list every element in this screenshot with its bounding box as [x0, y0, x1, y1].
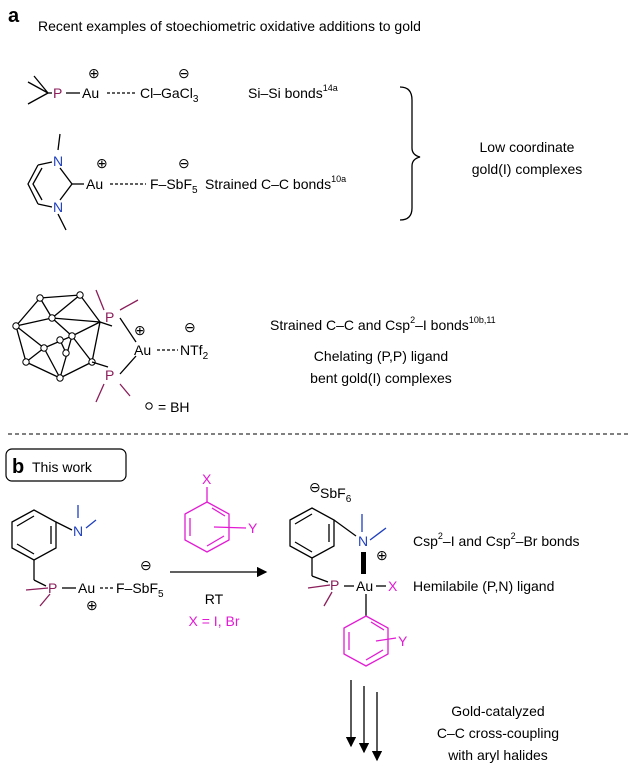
ex2-gold: Au — [86, 176, 103, 192]
ex2-counterion: F–SbF5 — [150, 176, 198, 196]
product-x: X — [388, 578, 398, 594]
ex3-phosphorus-1: P — [105, 309, 114, 325]
panel-b-letter: b — [12, 456, 24, 478]
reagent: X Y — [184, 471, 258, 553]
reactant-phosphorus: P — [48, 580, 57, 596]
reactant-gold: Au — [78, 580, 95, 596]
panel-a-letter: a — [8, 5, 20, 27]
ex2-nitrogen-1: N — [53, 153, 63, 169]
product-plus: ⊕ — [376, 547, 388, 563]
ex2-nitrogen-2: N — [53, 199, 63, 215]
ex1-label: Si–Si bonds14a — [248, 83, 338, 101]
example-2: N N Au ⊕ F–SbF5 ⊖ Strained C–C bonds10a — [27, 133, 346, 231]
bh-legend: = BH — [158, 399, 190, 415]
reagent-x: X — [202, 471, 212, 487]
example-3: P P Au ⊕ NTf2 ⊖ = BH Strained C–C and Cs… — [12, 289, 496, 415]
reactant-minus: ⊖ — [140, 557, 152, 573]
product-y: Y — [398, 633, 408, 649]
bonds-label: Csp2–I and Csp2–Br bonds — [413, 531, 579, 549]
panel-b-title-box — [5, 448, 127, 482]
ex3-desc-line-2: bent gold(I) complexes — [310, 370, 452, 386]
ex3-plus: ⊕ — [134, 322, 146, 338]
brace — [399, 86, 421, 221]
ex1-minus: ⊖ — [178, 65, 190, 81]
product-gold: Au — [356, 578, 373, 594]
ex3-counterion: NTf2 — [180, 342, 209, 362]
product-nitrogen: N — [358, 533, 368, 549]
ligand-label: Hemilabile (P,N) ligand — [413, 578, 554, 594]
outcome-line-2: C–C cross-coupling — [437, 725, 559, 741]
ex3-minus: ⊖ — [184, 319, 196, 335]
ex1-phosphorus: P — [53, 85, 62, 101]
reactant-nitrogen: N — [73, 523, 83, 539]
ex2-minus: ⊖ — [178, 155, 190, 171]
ex3-gold: Au — [134, 342, 151, 358]
example-1: P Au ⊕ Cl–GaCl3 ⊖ Si–Si bonds14a — [27, 65, 338, 105]
ex3-desc-line-1: Chelating (P,P) ligand — [314, 348, 448, 364]
ex2-plus: ⊕ — [96, 155, 108, 171]
condition-halides: X = I, Br — [189, 613, 240, 629]
panel-b-title: This work — [32, 459, 93, 475]
condition-rt: RT — [205, 591, 224, 607]
ex3-label: Strained C–C and Csp2–I bonds10b,11 — [270, 315, 496, 333]
catalysis-arrows — [345, 680, 383, 762]
brace-label-line-1: Low coordinate — [480, 139, 575, 155]
reactant-counterion: F–SbF5 — [116, 580, 164, 600]
outcome-line-1: Gold-catalyzed — [451, 703, 544, 719]
ex1-gold: Au — [82, 85, 99, 101]
outcome-line-3: with aryl halides — [447, 747, 548, 763]
reactant-plus: ⊕ — [86, 597, 98, 613]
ex1-counterion: Cl–GaCl3 — [140, 85, 199, 105]
product-anion: SbF6 — [320, 485, 352, 505]
reagent-y: Y — [248, 520, 258, 536]
ex2-label: Strained C–C bonds10a — [205, 174, 346, 192]
ex1-plus: ⊕ — [88, 65, 100, 81]
brace-label-line-2: gold(I) complexes — [472, 161, 583, 177]
product: ⊖ SbF6 N ⊕ P Au X Y — [289, 479, 408, 667]
carborane-cage — [12, 291, 101, 382]
ex3-phosphorus-2: P — [105, 367, 114, 383]
product-minus: ⊖ — [309, 479, 321, 495]
n-au-bond — [361, 552, 366, 574]
reactant: N P Au ⊕ F–SbF5 ⊖ — [11, 505, 164, 613]
product-phosphorus: P — [330, 577, 339, 593]
bh-legend-icon — [145, 402, 153, 410]
panel-a-title: Recent examples of stoechiometric oxidat… — [38, 18, 421, 34]
